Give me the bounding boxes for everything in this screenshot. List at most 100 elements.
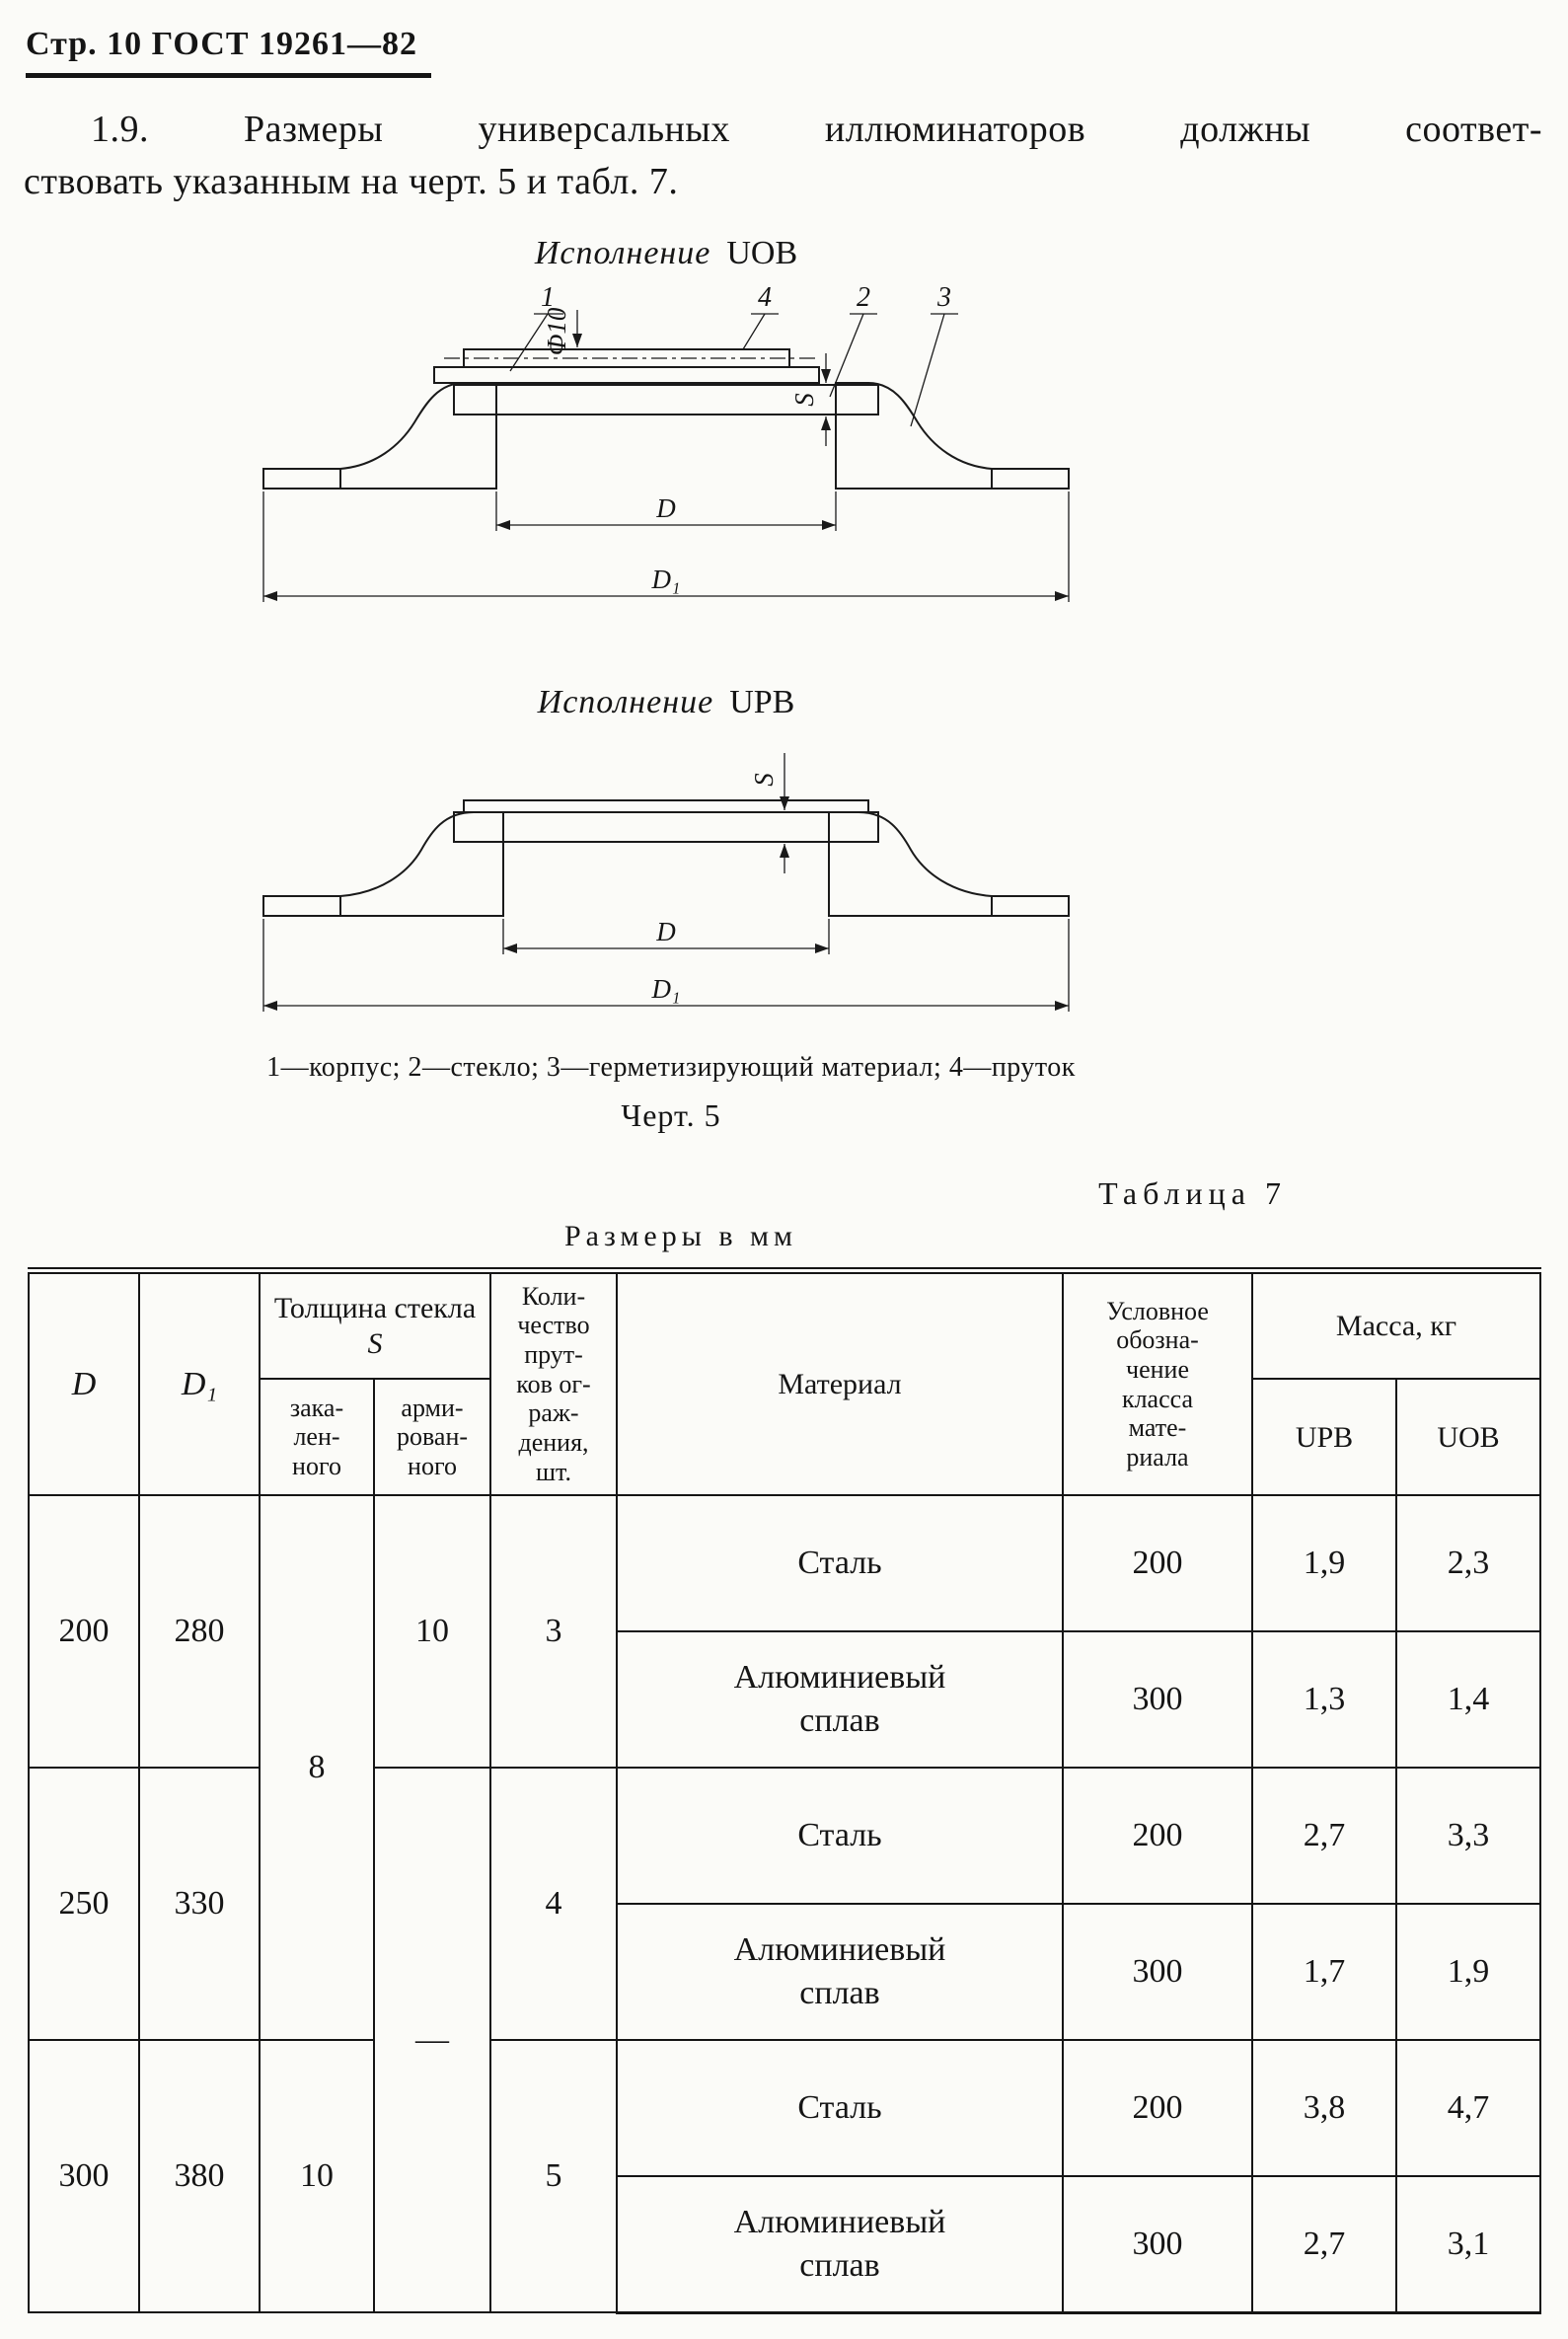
- paragraph-line: 1.9. Размеры универсальных иллюминаторов…: [91, 109, 1542, 150]
- figure-caption: 1—корпус; 2—стекло; 3—герметизирующий ма…: [266, 1051, 1076, 1083]
- uob-drawing: Ф10 1 4 2 3: [262, 282, 1070, 602]
- cell-material: Сталь: [616, 1494, 1064, 1633]
- callout-4-label: 4: [758, 282, 772, 313]
- callout-4: 4: [742, 282, 779, 350]
- table-row: 250 330 — 4 Сталь 200 2,7 3,3: [28, 1767, 1541, 2314]
- upb-drawing: S D D₁: [262, 752, 1070, 1012]
- cell-mass-uob: 3,1: [1395, 2175, 1541, 2314]
- glass-thickness-label: Толщина стекла: [273, 1292, 477, 1325]
- cell-class-code: 200: [1062, 1494, 1253, 1633]
- figure-uob: Ф10 1 4 2 3: [252, 276, 1081, 656]
- col-header-d1: D₁: [138, 1266, 261, 1497]
- deck-plate-right: [991, 467, 1070, 490]
- cell-d1: 280: [138, 1494, 261, 1770]
- cell-rod-count: 4: [489, 1767, 618, 2042]
- callout-2-label: 2: [857, 282, 870, 313]
- guard-rod: [463, 347, 790, 368]
- cell-material: Сталь: [616, 1767, 1064, 1906]
- cell-class-code: 300: [1062, 2175, 1253, 2314]
- cell-mass-uob: 1,4: [1395, 1630, 1541, 1770]
- deck-plate-right: [991, 894, 1070, 917]
- col-header-rod-count: Коли- чество прут- ков ог- раж- дения, ш…: [489, 1266, 618, 1497]
- cover-plate: [433, 365, 820, 384]
- cell-mass-upb: 2,7: [1251, 1767, 1397, 1906]
- body-right-section: [828, 810, 993, 917]
- cell-rod-count: 3: [489, 1494, 618, 1770]
- page-header-text: Стр. 10 ГОСТ 19261—82: [26, 26, 432, 78]
- col-header-class-code: Условное обозна- чение класса мате- риал…: [1062, 1266, 1253, 1497]
- cell-mass-uob: 4,7: [1395, 2039, 1541, 2178]
- paragraph-line: ствовать указанным на черт. 5 и табл. 7.: [24, 161, 679, 203]
- glass-section: [453, 383, 879, 415]
- cell-mass-upb: 2,7: [1251, 2175, 1397, 2314]
- d-label: D: [655, 493, 676, 523]
- callout-3-label: 3: [936, 282, 951, 313]
- cell-material: Алюминиевый сплав: [616, 1630, 1064, 1770]
- cell-mass-upb: 1,9: [1251, 1494, 1397, 1633]
- cell-d1: 380: [138, 2039, 261, 2314]
- cell-class-code: 200: [1062, 2039, 1253, 2178]
- callout-3: 3: [910, 282, 958, 426]
- cell-mass-upb: 1,7: [1251, 1903, 1397, 2042]
- cell-material: Сталь: [616, 2039, 1064, 2178]
- cell-material: Алюминиевый сплав: [616, 2175, 1064, 2314]
- glass-section: [453, 810, 879, 843]
- d1-label: D₁: [651, 974, 681, 1004]
- dim-d1: D₁: [262, 918, 1070, 1012]
- dimensions-table: D D₁ Толщина стекла S Коли- чество прут-…: [28, 1266, 1541, 2314]
- cell-glass-hardened: 8: [259, 1494, 375, 2042]
- cell-class-code: 200: [1062, 1767, 1253, 1906]
- table-units-label: Размеры в мм: [563, 1219, 797, 1252]
- figure-title-code: UPB: [729, 683, 795, 720]
- cell-glass-reinforced: —: [373, 1767, 491, 2314]
- cell-mass-uob: 3,3: [1395, 1767, 1541, 1906]
- d1-label: D₁: [651, 565, 681, 594]
- cell-mass-upb: 1,3: [1251, 1630, 1397, 1770]
- figure-title-word: Исполнение: [534, 234, 711, 271]
- s-label: S: [789, 393, 819, 407]
- table-row: 300 380 10 5 Сталь 200 3,8 4,7: [28, 2039, 1541, 2314]
- cell-mass-uob: 2,3: [1395, 1494, 1541, 1633]
- dim-s: S: [789, 352, 831, 446]
- figure-title-code: UOB: [726, 234, 798, 271]
- col-header-reinforced: арми- рован- ного: [373, 1378, 491, 1497]
- body-left-section: [339, 381, 497, 490]
- dim-s: S: [749, 752, 789, 873]
- d-label: D: [655, 917, 676, 946]
- figure-title-word: Исполнение: [537, 683, 714, 720]
- body-left-section: [339, 810, 504, 917]
- figure-upb: S D D₁: [252, 725, 1081, 1026]
- col-header-d: D: [28, 1266, 140, 1497]
- callout-1: 1: [509, 282, 563, 372]
- col-header-upb: UPB: [1251, 1378, 1397, 1497]
- body-right-section: [835, 381, 993, 490]
- deck-plate-left: [262, 894, 341, 917]
- cell-class-code: 300: [1062, 1903, 1253, 2042]
- cell-mass-uob: 1,9: [1395, 1903, 1541, 2042]
- paragraph-1-9: 1.9. Размеры универсальных иллюминаторов…: [24, 106, 1542, 207]
- cell-rod-count: 5: [489, 2039, 618, 2314]
- cell-class-code: 300: [1062, 1630, 1253, 1770]
- cell-material: Алюминиевый сплав: [616, 1903, 1064, 2042]
- retainer-plate: [463, 798, 869, 813]
- table-row: Алюминиевый сплав 300 1,7 1,9: [29, 1903, 1541, 2042]
- col-header-hardened: зака- лен- ного: [259, 1378, 375, 1497]
- dim-d: D: [502, 917, 830, 954]
- table-row: Алюминиевый сплав 300 2,7 3,1: [29, 2175, 1541, 2314]
- col-header-material: Материал: [616, 1266, 1064, 1497]
- s-label: S: [749, 773, 779, 787]
- table-row: 200 280 8 10 3 Сталь 200 1,9 2,3: [28, 1494, 1541, 2042]
- table-label: Таблица 7: [1098, 1174, 1287, 1211]
- cell-glass-reinforced: 10: [373, 1494, 491, 1770]
- page-header: Стр. 10 ГОСТ 19261—82: [26, 26, 1568, 78]
- cell-glass-hardened: 10: [259, 2039, 375, 2314]
- figure-title-upb: Исполнение UPB: [252, 684, 1081, 721]
- cell-d: 200: [28, 1494, 140, 1770]
- cell-d: 300: [28, 2039, 140, 2314]
- deck-plate-left: [262, 467, 341, 490]
- figure-number: Черт. 5: [621, 1096, 721, 1133]
- col-header-uob: UOB: [1395, 1378, 1541, 1497]
- callout-1-label: 1: [541, 282, 555, 313]
- dim-d: D: [495, 490, 837, 531]
